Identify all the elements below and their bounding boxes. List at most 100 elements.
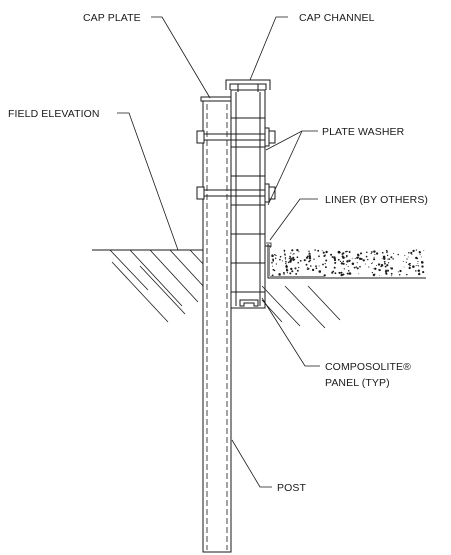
stipple-dot — [373, 256, 375, 258]
field-elevation-ground — [92, 249, 206, 323]
stipple-dot — [378, 275, 380, 276]
stipple-dot — [419, 254, 421, 256]
stipple-dot — [344, 251, 346, 253]
cap-channel — [225, 79, 271, 92]
stipple-dot — [293, 258, 296, 261]
stipple-dot — [294, 267, 297, 270]
stipple-dot — [331, 256, 334, 258]
stipple-dot — [408, 263, 410, 266]
stipple-dot — [308, 253, 310, 255]
stipple-dot — [285, 269, 289, 272]
stipple-dot — [354, 258, 356, 260]
stipple-dot — [281, 260, 283, 262]
stipple-dot — [299, 260, 302, 262]
bolt-lower — [196, 183, 276, 203]
stipple-dot — [406, 273, 408, 276]
stipple-dot — [271, 254, 274, 258]
stipple-dot — [289, 272, 292, 275]
stipple-dot — [399, 269, 402, 273]
stipple-dot — [422, 271, 425, 274]
stipple-dot — [278, 273, 281, 276]
stipple-dot — [340, 273, 343, 277]
stipple-dot — [423, 249, 425, 251]
stipple-dot — [345, 256, 347, 258]
stipple-dot — [356, 262, 358, 264]
stipple-dot — [345, 255, 348, 257]
stipple-dot — [351, 262, 355, 265]
stipple-dot — [346, 260, 349, 263]
stipple-dot — [374, 253, 376, 255]
stipple-dot — [342, 260, 345, 263]
stipple-dot — [333, 258, 337, 262]
stipple-dot — [364, 259, 366, 261]
stipple-dot — [385, 272, 388, 275]
stipple-dot — [356, 253, 360, 256]
stipple-dot — [290, 267, 293, 271]
stipple-dot — [331, 271, 334, 274]
stipple-dot — [347, 265, 349, 267]
stipple-dot — [334, 261, 337, 264]
stipple-dot — [387, 262, 390, 264]
stipple-dot — [275, 263, 278, 265]
stipple-dot — [342, 262, 345, 265]
stipple-dot — [418, 251, 421, 254]
stipple-dot — [359, 252, 363, 255]
stipple-dot — [315, 267, 318, 270]
stipple-dot — [318, 270, 322, 273]
stipple-dot — [284, 253, 286, 256]
stipple-dot — [358, 273, 360, 275]
stipple-dot — [317, 249, 320, 252]
stipple-dot — [417, 265, 419, 267]
stipple-dot — [384, 265, 387, 268]
stipple-dot — [345, 250, 347, 253]
stipple-dot — [306, 255, 309, 258]
label-cap-plate: CAP PLATE — [83, 12, 141, 24]
leader-lines — [117, 16, 320, 488]
stipple-dot — [348, 259, 351, 262]
stipple-dot — [403, 266, 405, 268]
stipple-dot — [381, 251, 384, 254]
stipple-dot — [406, 258, 408, 260]
stipple-dot — [289, 258, 292, 262]
stipple-dot — [343, 268, 345, 270]
stipple-dot — [322, 251, 325, 254]
stipple-dot — [283, 273, 285, 275]
stipple-dot — [356, 256, 359, 259]
stipple-dot — [351, 257, 353, 259]
stipple-dot — [415, 270, 417, 272]
stipple-dot — [342, 273, 345, 276]
stipple-dot — [283, 249, 286, 252]
label-liner: LINER (BY OTHERS) — [325, 194, 428, 206]
stipple-dot — [272, 265, 274, 267]
stipple-dot — [387, 258, 389, 260]
stipple-dot — [388, 258, 391, 260]
stipple-dot — [297, 261, 299, 264]
stipple-dot — [374, 273, 376, 275]
stipple-dot — [285, 262, 287, 264]
stipple-dot — [412, 249, 415, 253]
stipple-dot — [398, 274, 401, 276]
stipple-dot — [393, 252, 395, 255]
stipple-dot — [333, 266, 336, 269]
stipple-dot — [417, 262, 419, 264]
stipple-dot — [390, 272, 393, 275]
stipple-dot — [292, 253, 294, 255]
stipple-dot — [366, 251, 368, 253]
stipple-dot — [384, 262, 386, 265]
stipple-dot — [358, 257, 360, 259]
stipple-dot — [286, 272, 288, 274]
stipple-dot — [308, 256, 312, 260]
stipple-dot — [346, 272, 349, 275]
stipple-dot — [309, 259, 311, 262]
stipple-dot — [392, 258, 394, 260]
stipple-dot — [373, 258, 376, 261]
stipple-dot — [383, 261, 386, 263]
stipple-dot — [321, 250, 323, 252]
stipple-dot — [386, 264, 389, 267]
stipple-dot — [367, 258, 369, 261]
label-composolite-line1: COMPOSOLITE® — [325, 361, 411, 373]
stipple-dot — [307, 267, 310, 270]
stipple-dot — [285, 265, 288, 268]
stipple-dot — [279, 258, 281, 261]
stipple-dot — [373, 250, 376, 253]
